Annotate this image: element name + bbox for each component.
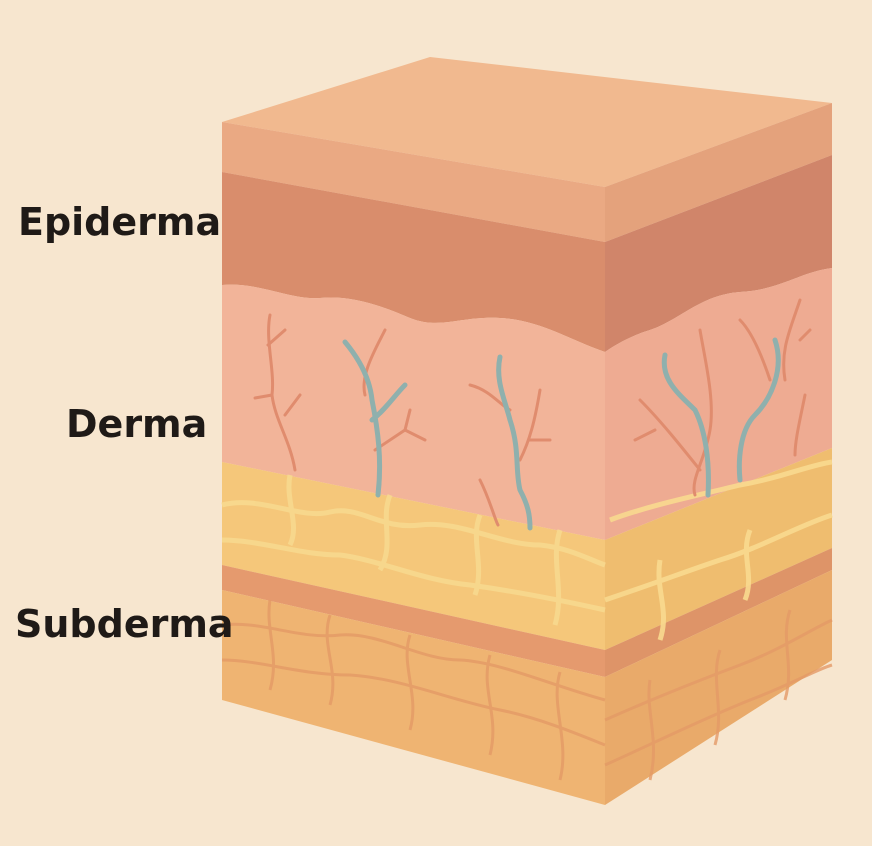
vein xyxy=(496,354,533,531)
right-face xyxy=(605,103,832,805)
dermis-label: Derma xyxy=(66,402,208,446)
veins xyxy=(342,337,781,531)
vein xyxy=(736,337,781,483)
epidermis-top-band xyxy=(222,122,605,242)
stripe-side xyxy=(605,548,832,677)
subdermis-label: Subderma xyxy=(15,602,234,646)
epidermis-dark-side xyxy=(605,155,832,352)
subdermis-cells xyxy=(221,599,833,781)
fat-layer xyxy=(222,462,605,650)
epidermis-label: Epiderma xyxy=(18,200,222,244)
fat-cells xyxy=(221,459,833,641)
epidermis-top-band-side xyxy=(605,103,832,242)
top-face xyxy=(222,57,832,187)
dermis-side xyxy=(605,268,832,540)
front-face xyxy=(222,122,605,805)
capillaries xyxy=(253,298,812,527)
vein xyxy=(661,352,711,498)
dermis-layer xyxy=(222,284,605,540)
subdermis-side xyxy=(605,570,832,805)
epidermis-dark-layer xyxy=(222,172,605,352)
stripe-layer xyxy=(222,565,605,677)
vein xyxy=(342,339,408,498)
